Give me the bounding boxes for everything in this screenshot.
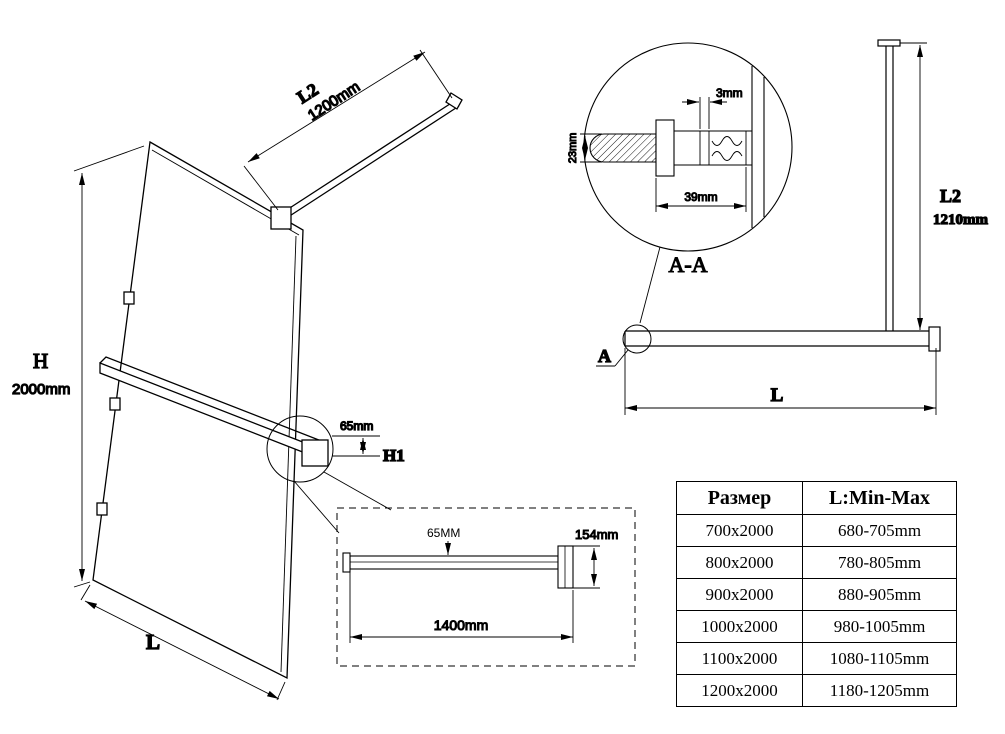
bracket-depth-dimension [573, 545, 600, 589]
rod-section [589, 133, 657, 163]
size-cell: 1100x2000 [676, 642, 803, 675]
screw-coil [711, 136, 743, 146]
size-table-header-row: Размер L:Min-Max [676, 481, 957, 515]
l-label: L [146, 630, 160, 654]
wall-clip [96, 502, 108, 516]
detail-bar-left-cap [342, 552, 351, 573]
isometric-view: H 2000mm L L2 1200mm [11, 49, 463, 701]
height-dimension [73, 145, 145, 588]
clamp-depth-dimension [655, 167, 747, 212]
size-table-header-size: Размер [676, 481, 803, 515]
bar-detail-box: 65MM 154mm 1400mm [336, 507, 636, 667]
size-cell: 1000x2000 [676, 610, 803, 643]
support-bar-clamp [270, 206, 292, 230]
clamp-plate [655, 119, 675, 177]
h1-label: H1 [383, 446, 405, 465]
support-bar-wall-cap [445, 92, 463, 110]
detail-circle [266, 415, 334, 483]
detail-marker-circle [622, 324, 652, 354]
glass-panel [92, 140, 304, 680]
detail-leader [293, 480, 340, 534]
width-dimension [80, 584, 286, 701]
detail-offset-value: 65MM [427, 526, 460, 540]
detail-bar-bracket [557, 545, 574, 589]
stabilizer-bar [99, 356, 329, 467]
bar-length-value: 1400mm [434, 617, 488, 633]
size-table-header-range: L:Min-Max [802, 481, 957, 515]
panel-end-bracket [928, 326, 941, 352]
table-row: 1200x2000 1180-1205mm [676, 674, 957, 707]
rod-diameter-dimension [580, 133, 602, 163]
range-cell: 780-805mm [802, 546, 957, 579]
marker-a-label: A [598, 346, 611, 366]
bar-length-dimension [349, 570, 574, 643]
glass-thickness-right [280, 235, 297, 673]
range-cell: 680-705mm [802, 514, 957, 547]
size-cell: 1200x2000 [676, 674, 803, 707]
table-row: 1000x2000 980-1005mm [676, 610, 957, 643]
stabilizer-clamp-block [301, 439, 329, 467]
range-cell: 980-1005mm [802, 610, 957, 643]
rod-diameter-value: 23mm [567, 133, 579, 164]
detail-bar-body [349, 555, 559, 570]
table-row: 900x2000 880-905mm [676, 578, 957, 611]
top-l-dimension [624, 348, 937, 415]
size-cell: 900x2000 [676, 578, 803, 611]
l2-dimension [900, 42, 927, 330]
detail-leader [323, 471, 392, 511]
top-l-label: L [771, 385, 784, 406]
section-detail: 3mm 23mm 39mm A-A [566, 42, 793, 324]
wall-fixing-cap [877, 39, 901, 47]
top-l2-value: 1210mm [933, 212, 988, 228]
bar-offset-value: 65mm [340, 419, 373, 433]
table-row: 700x2000 680-705mm [676, 514, 957, 547]
h-value: 2000mm [12, 381, 70, 398]
gap-dimension [682, 97, 727, 129]
clamp-depth-value: 39mm [684, 190, 717, 204]
range-cell: 1080-1105mm [802, 642, 957, 675]
wall-clip [123, 291, 135, 305]
range-cell: 880-905mm [802, 578, 957, 611]
support-bar-dimension [243, 49, 453, 211]
table-row: 1100x2000 1080-1105mm [676, 642, 957, 675]
size-cell: 700x2000 [676, 514, 803, 547]
section-label: A-A [668, 252, 707, 277]
top-view: L2 1210mm A L [596, 39, 989, 415]
screw-coil [711, 151, 743, 161]
support-bar [270, 92, 463, 230]
size-cell: 800x2000 [676, 546, 803, 579]
h-label: H [33, 349, 48, 373]
range-cell: 1180-1205mm [802, 674, 957, 707]
top-l2-label: L2 [940, 186, 961, 206]
bar-offset-dimension [332, 435, 380, 457]
section-leader [639, 246, 661, 324]
gap-value: 3mm [716, 86, 743, 100]
detail-box-border [336, 507, 636, 667]
wall-clip [109, 397, 121, 411]
size-table: Размер L:Min-Max 700x2000 680-705mm 800x… [676, 481, 957, 707]
bracket-depth-value: 154mm [575, 527, 618, 542]
table-row: 800x2000 780-805mm [676, 546, 957, 579]
